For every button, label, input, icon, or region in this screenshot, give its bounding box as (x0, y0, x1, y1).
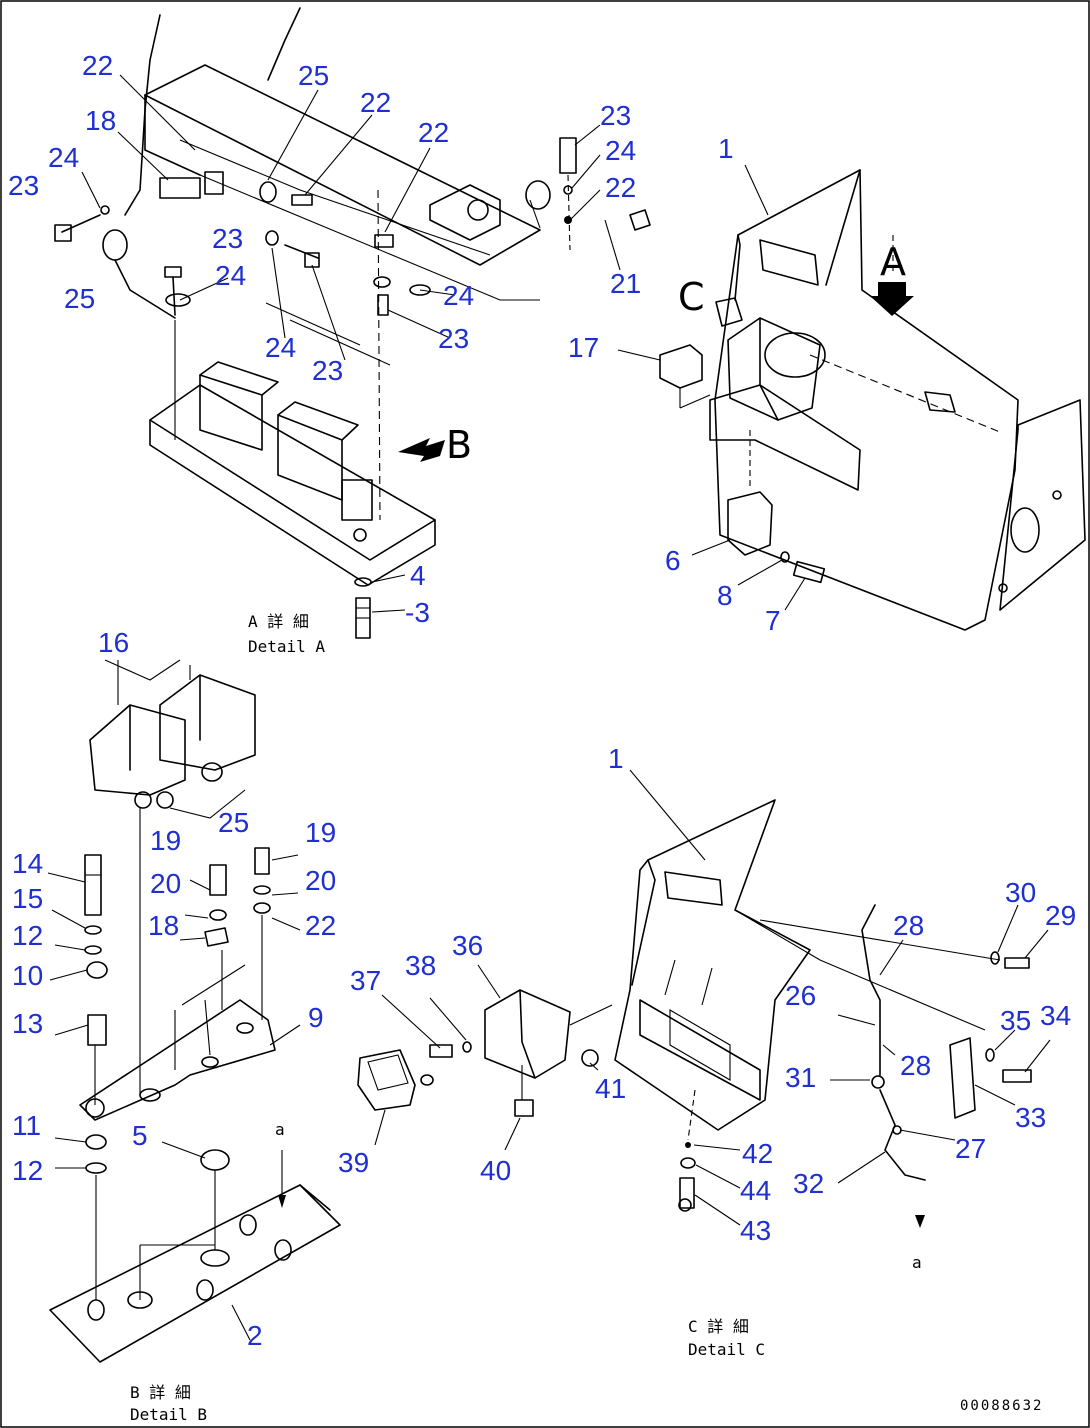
part-label: 44 (740, 1175, 771, 1206)
part-label: 30 (1005, 877, 1036, 908)
part-label: 41 (595, 1073, 626, 1104)
part-label: 28 (893, 910, 924, 941)
part-label: 25 (64, 283, 95, 314)
part-label: 24 (215, 260, 246, 291)
part-label: 12 (12, 1155, 43, 1186)
part-label: 22 (360, 87, 391, 118)
part-label: 18 (148, 910, 179, 941)
part-label: 17 (568, 332, 599, 363)
detail-a-caption-en: Detail A (248, 637, 325, 656)
part-label: 31 (785, 1062, 816, 1093)
part-label: 23 (212, 223, 243, 254)
part-label: 16 (98, 627, 129, 658)
part-label: 22 (605, 172, 636, 203)
part-label: 24 (605, 135, 636, 166)
part-label: 6 (665, 545, 681, 576)
part-label: 14 (12, 848, 43, 879)
part-label: 25 (298, 60, 329, 91)
part-label: 8 (717, 580, 733, 611)
detail-c-caption-en: Detail C (688, 1340, 765, 1359)
part-label: 13 (12, 1008, 43, 1039)
part-label: 34 (1040, 1000, 1071, 1031)
detail-a-caption-jp: A 詳 細 (248, 612, 309, 631)
main-cab-view: C A 23 24 22 21 1 17 6 8 7 (525, 100, 1086, 636)
part-label: 1 (718, 133, 734, 164)
part-label: 26 (785, 980, 816, 1011)
part-label: 4 (410, 560, 426, 591)
part-label: 29 (1045, 900, 1076, 931)
part-label: 20 (305, 865, 336, 896)
part-label: 24 (265, 332, 296, 363)
part-label: 1 (608, 743, 624, 774)
part-label: 7 (765, 605, 781, 636)
detail-a-view: B A 詳 細 Detail A 22 25 22 22 18 24 23 23… (8, 7, 541, 656)
part-label: 18 (85, 105, 116, 136)
part-label: 33 (1015, 1102, 1046, 1133)
marker-a-small-c: a (912, 1253, 922, 1272)
part-label: 42 (742, 1138, 773, 1169)
part-label: 24 (48, 142, 79, 173)
part-label: 19 (305, 817, 336, 848)
part-label: 22 (418, 117, 449, 148)
marker-b-letter: B (446, 423, 472, 467)
part-label: 25 (218, 807, 249, 838)
part-label: 23 (600, 100, 631, 131)
detail-b-view: a 16 19 25 19 14 20 20 15 18 22 12 10 13… (12, 627, 341, 1424)
detail-c-caption-jp: C 詳 細 (688, 1317, 749, 1336)
part-label: 23 (438, 323, 469, 354)
drawing-code: 00088632 (960, 1398, 1043, 1414)
part-label: 32 (793, 1168, 824, 1199)
part-label: 10 (12, 960, 43, 991)
part-label: 38 (405, 950, 436, 981)
part-label: 40 (480, 1155, 511, 1186)
part-label: 15 (12, 883, 43, 914)
part-label: 35 (1000, 1005, 1031, 1036)
part-label: 19 (150, 825, 181, 856)
part-label: 23 (312, 355, 343, 386)
part-label: 24 (443, 280, 474, 311)
part-label: 22 (82, 50, 113, 81)
detail-c-view: a 1 37 38 36 30 29 28 26 35 34 41 28 (338, 743, 1076, 1359)
part-label: 36 (452, 930, 483, 961)
part-label: 37 (350, 965, 381, 996)
part-label: 2 (247, 1320, 263, 1351)
detail-b-caption-en: Detail B (130, 1405, 207, 1424)
part-label: 20 (150, 868, 181, 899)
detail-b-caption-jp: B 詳 細 (130, 1383, 191, 1402)
marker-c-letter: C (678, 275, 705, 319)
part-label: -3 (405, 597, 430, 628)
part-label: 39 (338, 1147, 369, 1178)
part-label: 12 (12, 920, 43, 951)
marker-a-small: a (275, 1120, 285, 1139)
part-label: 43 (740, 1215, 771, 1246)
part-label: 9 (308, 1002, 324, 1033)
part-label: 27 (955, 1133, 986, 1164)
part-label: 21 (610, 268, 641, 299)
part-label: 5 (132, 1120, 148, 1151)
part-label: 11 (12, 1110, 41, 1141)
part-label: 28 (900, 1050, 931, 1081)
part-label: 22 (305, 910, 336, 941)
part-label: 23 (8, 170, 39, 201)
